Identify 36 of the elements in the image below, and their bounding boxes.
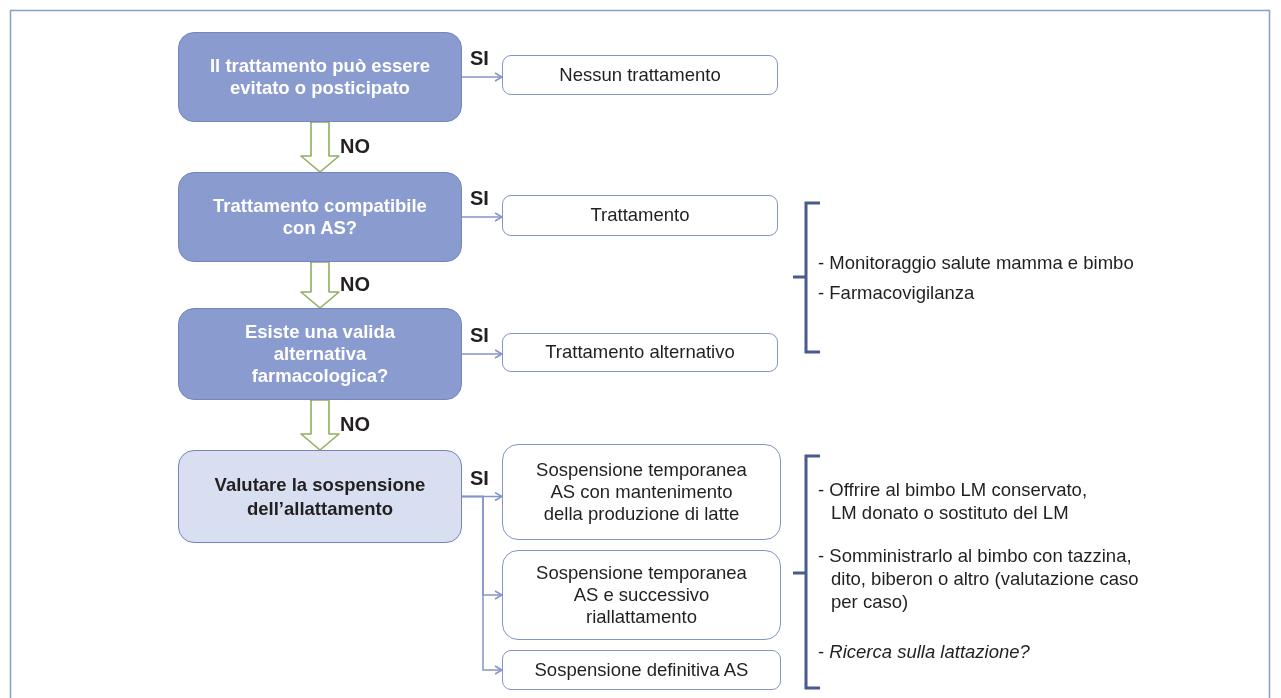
node-text: Trattamento alternativo [545,341,735,364]
node-text: Sospensione temporanea AS e successivo riallattamento [535,561,748,629]
edge-label: NO [340,135,370,158]
node-text: Il trattamento può essere evitato o posticipato [209,54,431,100]
note-text: - Offrire al bimbo LM conservato, LM donato o sostituto del LM [818,478,1089,525]
node-text: Sospensione definitiva AS [534,658,749,682]
node-text: Sospensione temporanea AS con mantenimento della produzione di latte [535,458,748,526]
outcome-box [502,444,781,540]
edge-label: NO [340,273,370,296]
outcome-box [502,55,778,95]
edge-label: SI [470,466,489,490]
decision-box [178,450,462,543]
edge-label: NO [340,413,370,436]
arrow [461,72,503,82]
outcome-box [502,550,781,640]
node-text: Trattamento [590,204,690,227]
outcome-box [502,333,778,372]
edge-label: SI [470,47,489,70]
note-text: - Ricerca sulla lattazione? [818,640,1031,664]
node-text: Esiste una valida alternativa farmacologica? [243,320,397,388]
node-text: Valutare la sospensione dell’allattamento [213,473,427,520]
note-text: - Somministrarlo al bimbo con tazzina, dito, biberon o altro (valutazione caso per caso) [818,544,1140,614]
arrow [461,495,503,675]
decision-box [178,32,462,122]
outcome-box [502,650,781,690]
decision-box [178,172,462,262]
decision-box [178,308,462,400]
node-text: Nessun trattamento [559,63,721,87]
note-text: - Farmacovigilanza [818,281,976,305]
note-text: - Monitoraggio salute mamma e bimbo [818,251,1135,275]
outcome-box [502,195,778,236]
node-text: Trattamento compatibile con AS? [212,194,428,240]
arrow [461,212,503,222]
edge-label: SI [470,324,489,347]
edge-label: SI [470,187,489,210]
arrow [461,349,503,359]
